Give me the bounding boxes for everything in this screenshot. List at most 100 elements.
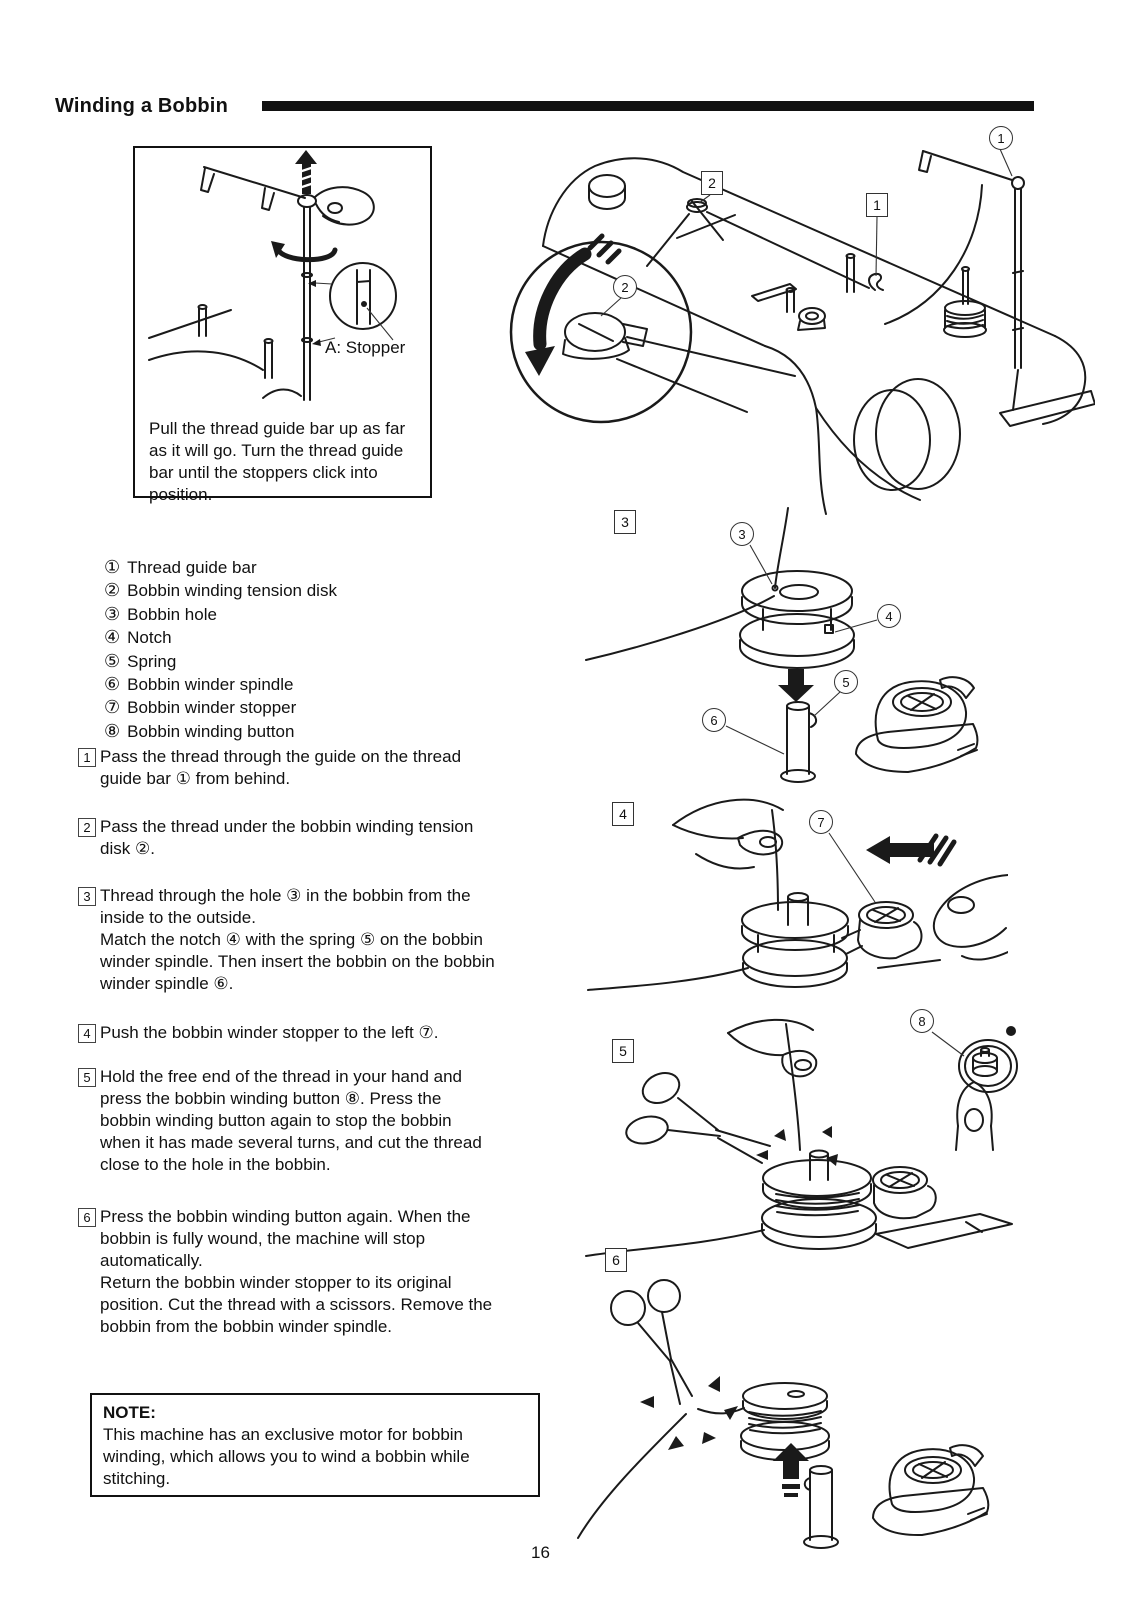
title-rule bbox=[262, 101, 1034, 111]
callout-leader-line bbox=[931, 1031, 965, 1057]
cut-thread-drawing bbox=[585, 1018, 1018, 1257]
step-text: Pass the thread under the bobbin winding… bbox=[100, 817, 474, 858]
list-item: ⑦ Bobbin winder stopper bbox=[104, 696, 337, 719]
spindle-drawing bbox=[780, 701, 817, 783]
figure-machine-threading: 1 2 1 2 bbox=[495, 118, 1096, 518]
stopper-engaged-drawing bbox=[872, 1166, 1013, 1249]
step-3: 3 Thread through the hole ③ in the bobbi… bbox=[78, 885, 496, 995]
step-number: 1 bbox=[78, 748, 96, 767]
left-arrow bbox=[866, 833, 957, 867]
step-6: 6 Press the bobbin winding button again.… bbox=[78, 1206, 496, 1338]
callout-circle-4: 4 bbox=[877, 604, 901, 628]
step-text: Match the notch ④ with the spring ⑤ on t… bbox=[100, 930, 495, 993]
step-number: 5 bbox=[78, 1068, 96, 1087]
bobbin-spindle-drawing bbox=[585, 507, 979, 783]
winding-button-drawing bbox=[955, 1039, 1018, 1151]
part-label: Notch bbox=[127, 628, 172, 648]
stopper-detail-magnifier bbox=[308, 262, 397, 346]
callout-leader-lines bbox=[600, 148, 1013, 317]
step-text: Push the bobbin winder stopper to the le… bbox=[100, 1023, 439, 1042]
figure-step4-stopper: 4 7 bbox=[578, 780, 1009, 1010]
figure-box-label-3: 3 bbox=[614, 510, 636, 534]
machine-drawing bbox=[509, 148, 1096, 515]
step-number: 3 bbox=[78, 887, 96, 906]
callout-circle-2: 2 bbox=[613, 275, 637, 299]
thread-guide-bar-drawing bbox=[148, 150, 397, 401]
rotation-arrow bbox=[271, 241, 338, 263]
guide-bar-arm bbox=[200, 166, 317, 401]
stopper-engaged-drawing bbox=[841, 901, 941, 969]
part-label: Bobbin winder spindle bbox=[127, 675, 294, 695]
tension-disk-magnifier bbox=[509, 233, 796, 424]
part-label: Spring bbox=[127, 651, 177, 671]
part-label: Bobbin winder stopper bbox=[127, 698, 297, 718]
callout-circle-1: 1 bbox=[989, 126, 1013, 150]
figure-caption: Pull the thread guide bar up as far as i… bbox=[149, 419, 406, 504]
figure-box-label-6: 6 bbox=[605, 1248, 627, 1272]
scissors-drawing bbox=[610, 1279, 693, 1405]
bobbin-on-spindle-drawing bbox=[585, 1149, 877, 1257]
step-text: Press the bobbin winding button again. W… bbox=[100, 1207, 471, 1270]
callout-circle-7: 7 bbox=[809, 810, 833, 834]
figure-thread-guide-bar: A: Stopper Pull the thread guide bar up … bbox=[133, 146, 432, 504]
list-item: ⑧ Bobbin winding button bbox=[104, 720, 337, 743]
note-text: This machine has an exclusive motor for … bbox=[103, 1425, 470, 1488]
circled-number: ① bbox=[104, 557, 121, 577]
stopper-unit-drawing bbox=[855, 676, 979, 773]
step-number: 4 bbox=[78, 1024, 96, 1043]
thread-line bbox=[771, 809, 779, 911]
up-arrow bbox=[295, 150, 317, 194]
callout-circle-5: 5 bbox=[834, 670, 858, 694]
spool-of-thread bbox=[943, 266, 987, 338]
remove-bobbin-drawing bbox=[577, 1279, 990, 1549]
callout-box-2: 2 bbox=[701, 171, 723, 195]
step-number: 2 bbox=[78, 818, 96, 837]
circled-number: ⑤ bbox=[104, 650, 121, 671]
wound-bobbin-drawing bbox=[740, 1382, 830, 1461]
stopper-unit-drawing bbox=[872, 1444, 990, 1537]
figure-step5-cut-thread: 5 8 bbox=[578, 1008, 1028, 1273]
callout-leader-lines bbox=[725, 544, 878, 755]
page-title: Winding a Bobbin bbox=[55, 95, 228, 117]
thread-guide-bar bbox=[918, 150, 1096, 427]
list-item: ⑥ Bobbin winder spindle bbox=[104, 673, 337, 696]
figure-box-label-4: 4 bbox=[612, 802, 634, 826]
callout-circle-6: 6 bbox=[702, 708, 726, 732]
step-text: Return the bobbin winder stopper to its … bbox=[100, 1273, 493, 1336]
circled-number: ⑦ bbox=[104, 697, 121, 718]
step-1: 1 Pass the thread through the guide on t… bbox=[78, 746, 496, 790]
circled-number: ⑥ bbox=[104, 674, 121, 695]
note-box: NOTE: This machine has an exclusive moto… bbox=[90, 1393, 540, 1497]
part-label: Bobbin winding button bbox=[127, 721, 295, 741]
part-label: Bobbin hole bbox=[127, 604, 217, 624]
hand-drawing bbox=[672, 798, 784, 870]
page-number: 16 bbox=[531, 1543, 550, 1562]
figure-step6-remove-bobbin: 6 bbox=[558, 1246, 1013, 1556]
figure-box-label-5: 5 bbox=[612, 1039, 634, 1063]
circled-number: ③ bbox=[104, 603, 121, 624]
circled-number: ⑧ bbox=[104, 720, 121, 741]
down-arrow bbox=[778, 669, 814, 702]
callout-box-1: 1 bbox=[866, 193, 888, 217]
circled-number: ② bbox=[104, 580, 121, 601]
spindle-drawing bbox=[803, 1465, 839, 1549]
thread-line bbox=[785, 1023, 801, 1151]
stopper-label: A: Stopper bbox=[325, 338, 406, 357]
step-5: 5 Hold the free end of the thread in you… bbox=[78, 1066, 496, 1176]
bobbin-on-spindle-drawing bbox=[587, 892, 849, 991]
thread-line bbox=[577, 1407, 745, 1539]
step-4: 4 Push the bobbin winder stopper to the … bbox=[78, 1022, 496, 1044]
pushing-finger-drawing bbox=[932, 874, 1009, 961]
callout-leader-line bbox=[828, 832, 876, 903]
step-text: Thread through the hole ③ in the bobbin … bbox=[100, 886, 471, 927]
scissors-drawing bbox=[625, 1071, 771, 1164]
button-indicator-dot bbox=[1006, 1026, 1016, 1036]
thread-path bbox=[646, 184, 983, 325]
list-item: ⑤ Spring bbox=[104, 650, 337, 673]
bobbin-drawing bbox=[585, 507, 855, 669]
figure-step3-bobbin: 3 3 4 5 6 bbox=[578, 492, 998, 792]
